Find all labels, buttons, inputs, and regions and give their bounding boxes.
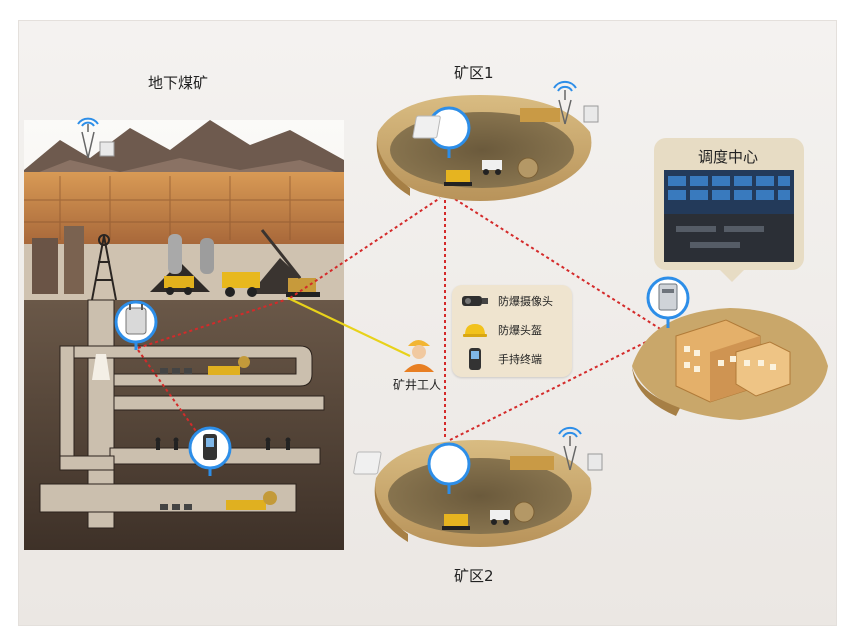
mine-carts [160, 368, 192, 510]
device-legend: 防爆摄像头 防爆头盔 手持终端 [452, 285, 572, 377]
headframe-tower [91, 234, 117, 301]
explosion-proof-helmet-icon [460, 321, 490, 339]
truck [490, 510, 510, 525]
shaft-light [92, 354, 110, 380]
truck [482, 160, 502, 175]
control-center-building [675, 319, 791, 403]
explosion-proof-camera-icon [460, 293, 490, 309]
conveyor [520, 108, 560, 122]
mine-building [64, 226, 84, 294]
shearer-machine [226, 491, 277, 510]
legend-item-camera: 防爆摄像头 [460, 289, 553, 313]
worker-label: 矿井工人 [393, 378, 442, 392]
legend-item-helmet: 防爆头盔 [460, 318, 542, 342]
link-underground-terminal [137, 349, 209, 449]
link-mine-zone1 [289, 197, 441, 299]
cell-tower [77, 117, 115, 159]
control-center-label: 调度中心 [698, 148, 759, 166]
excavator [260, 229, 320, 297]
dump-truck [164, 276, 194, 295]
cell-tower [558, 427, 603, 471]
cell-tower [553, 81, 599, 125]
handheld-terminal-icon [460, 347, 490, 371]
bulldozer [442, 514, 470, 530]
legend-item-handheld: 手持终端 [460, 347, 542, 371]
zone1-label: 矿区1 [454, 64, 494, 82]
link-mine-surface [137, 299, 286, 349]
underground-mine-panel [24, 117, 344, 550]
shearer-machine [208, 356, 250, 375]
link-worker [287, 297, 411, 357]
control-server-pin [646, 276, 690, 328]
conveyor [510, 456, 554, 470]
miner-figures [155, 437, 291, 450]
mine-building [32, 238, 58, 294]
wireless-ap-pin [412, 106, 471, 158]
rock-cracks [24, 176, 344, 240]
silo [168, 234, 182, 274]
dump-truck [222, 272, 260, 297]
network-links [137, 195, 663, 449]
control-center-site [632, 138, 828, 420]
handheld-terminal-pin [188, 426, 232, 476]
silo [200, 238, 214, 274]
underground-mine-label: 地下煤矿 [148, 74, 209, 92]
wireless-ap-pin [353, 442, 471, 494]
underground-base-station-pin [114, 300, 158, 350]
zone2-site [374, 427, 603, 547]
zone1-site [376, 81, 599, 201]
miner-worker-icon [404, 340, 434, 372]
bulldozer [444, 170, 472, 186]
zone2-label: 矿区2 [454, 567, 494, 585]
